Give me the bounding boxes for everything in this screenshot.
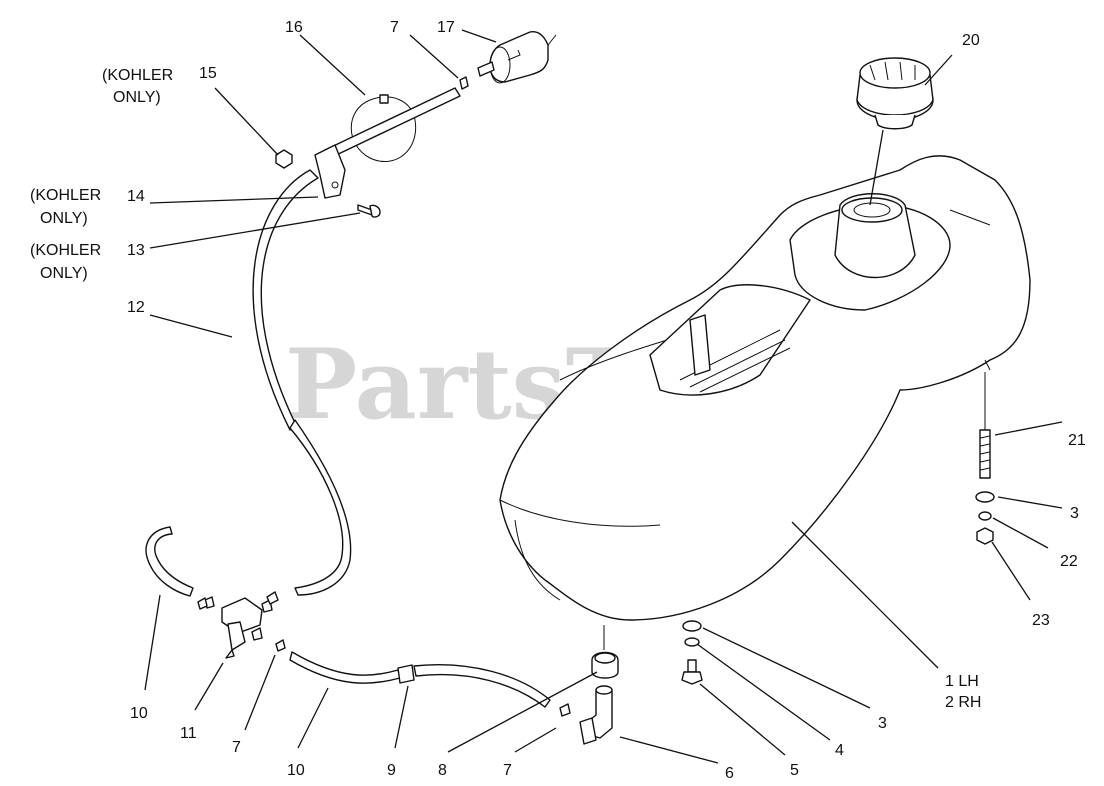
- label-part-15: 15: [199, 65, 217, 82]
- bolt-kohler[interactable]: [357, 204, 381, 218]
- label-part-22: 22: [1060, 553, 1078, 570]
- label-kohler-15-line1: (KOHLER: [102, 67, 173, 84]
- elbow-fitting[interactable]: [579, 685, 613, 745]
- lock-washer-bottom[interactable]: [684, 637, 700, 647]
- hose-clamp-valve-bottom[interactable]: [275, 639, 286, 652]
- flat-washer-bottom[interactable]: [682, 620, 702, 632]
- label-part-7-tank: 7: [503, 762, 512, 779]
- label-part-2-rh: 2 RH: [945, 694, 981, 711]
- label-part-23: 23: [1032, 612, 1050, 629]
- label-part-3-stud: 3: [1070, 505, 1079, 522]
- label-kohler-13-line2: ONLY): [40, 265, 88, 282]
- lock-washer-stud[interactable]: [978, 511, 992, 521]
- label-part-14: 14: [127, 188, 145, 205]
- fuel-shutoff-valve[interactable]: [204, 596, 273, 659]
- fuel-cap[interactable]: [856, 57, 934, 130]
- label-part-7-valve: 7: [232, 739, 241, 756]
- threaded-stud[interactable]: [979, 429, 991, 479]
- label-part-12: 12: [127, 299, 145, 316]
- label-kohler-14-line1: (KOHLER: [30, 187, 101, 204]
- label-kohler-14-line2: ONLY): [40, 210, 88, 227]
- fuel-line-clamp[interactable]: [350, 94, 417, 163]
- label-part-3-bottom: 3: [878, 715, 887, 732]
- hose-clamp-valve-left[interactable]: [197, 597, 208, 610]
- label-kohler-13-line1: (KOHLER: [30, 242, 101, 259]
- label-part-20: 20: [962, 32, 980, 49]
- label-part-11: 11: [180, 725, 197, 742]
- flat-washer-stud[interactable]: [975, 491, 995, 503]
- label-part-4: 4: [835, 742, 844, 759]
- fuel-line-top-tube[interactable]: [324, 87, 461, 159]
- label-kohler-15-line2: ONLY): [113, 89, 161, 106]
- tank-mount-bolt[interactable]: [681, 659, 703, 685]
- label-part-21: 21: [1068, 432, 1086, 449]
- label-part-9: 9: [387, 762, 396, 779]
- hose-clamp-top[interactable]: [459, 76, 469, 90]
- hex-nut-kohler[interactable]: [275, 149, 293, 169]
- tank-grommet[interactable]: [591, 651, 619, 679]
- label-part-1-lh: 1 LH: [945, 673, 979, 690]
- line-bracket[interactable]: [314, 144, 346, 199]
- hose-clamp-valve-right[interactable]: [266, 591, 279, 605]
- hose-connector[interactable]: [397, 664, 415, 684]
- hose-clamp-tank[interactable]: [559, 703, 571, 717]
- fuel-hose-middle[interactable]: [289, 651, 401, 684]
- hex-nut-stud[interactable]: [976, 527, 994, 545]
- label-part-6: 6: [725, 765, 734, 782]
- label-part-10-bottom: 10: [287, 762, 305, 779]
- leader-lines: [144, 29, 1063, 764]
- fuel-filter[interactable]: [477, 30, 557, 84]
- fuel-tank[interactable]: [499, 155, 1031, 621]
- label-part-8: 8: [438, 762, 447, 779]
- label-part-16: 16: [285, 19, 303, 36]
- fuel-hose-tank[interactable]: [413, 663, 551, 708]
- label-part-7-top: 7: [390, 19, 399, 36]
- label-part-5: 5: [790, 762, 799, 779]
- label-part-10-left: 10: [130, 705, 148, 722]
- fuel-hose-lower[interactable]: [289, 419, 352, 596]
- fuel-hose-left[interactable]: [145, 526, 194, 597]
- label-part-13: 13: [127, 242, 145, 259]
- label-part-17: 17: [437, 19, 455, 36]
